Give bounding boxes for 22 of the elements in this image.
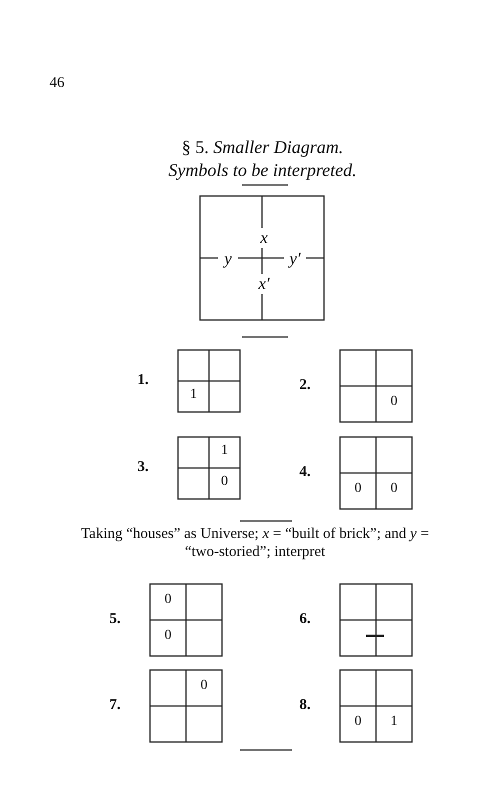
section-heading: § 5. Smaller Diagram. Symbols to be interpreted. [167, 136, 358, 182]
cell-value: 0 [390, 481, 398, 498]
cell-value: 0 [164, 592, 172, 609]
item-number: 7. [108, 696, 122, 714]
cell-value: 0 [354, 714, 362, 731]
item-number: 1. [136, 371, 150, 389]
item-number: 6. [298, 610, 312, 628]
item-number: 4. [298, 463, 312, 481]
item-number: 8. [298, 696, 312, 714]
cell-value: 0 [390, 394, 398, 411]
item-number: 5. [108, 610, 122, 628]
cell-value: 0 [164, 628, 172, 645]
item-number: 2. [298, 376, 312, 394]
instruction-text: Taking “houses” as Universe; x = “built of brick”; and y = “two-storied”; interpret [80, 525, 430, 561]
cell-value: 0 [220, 474, 229, 490]
cell-value: 0 [200, 678, 208, 695]
cell-value: 1 [189, 386, 198, 404]
page-number: 46 [48, 74, 66, 92]
cell-value: 1 [220, 442, 229, 460]
cell-value: 0 [354, 481, 362, 498]
item-number: 3. [136, 458, 150, 476]
cell-value: 1 [390, 714, 398, 731]
